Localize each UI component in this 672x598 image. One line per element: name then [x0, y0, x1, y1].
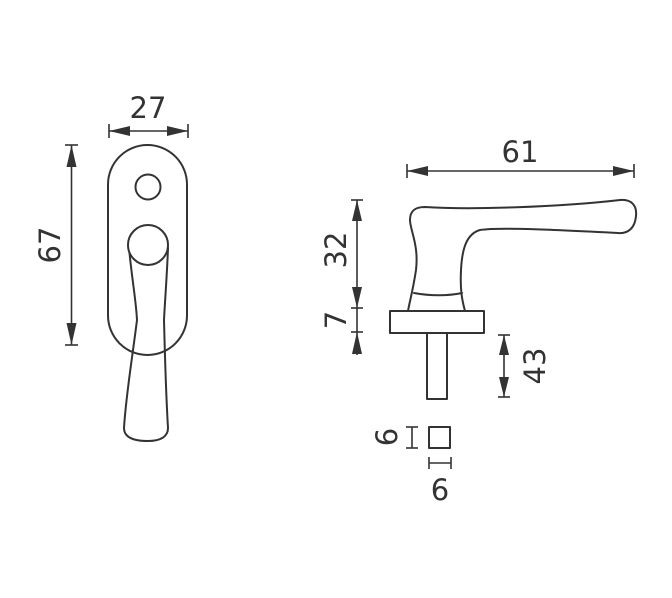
section-height-label: 6 [370, 428, 404, 446]
dimension-length: 61 [406, 135, 635, 178]
height-label: 67 [33, 227, 67, 264]
lever-front [123, 247, 169, 442]
spindle-section: 6 6 [370, 426, 452, 507]
rose-base [389, 310, 485, 334]
width-label: 27 [130, 91, 167, 125]
spindle-square [428, 426, 451, 449]
side-view: 61 32 7 43 [319, 135, 638, 400]
front-view: 27 67 [33, 91, 189, 442]
screw-hole [134, 173, 162, 201]
rose-thickness-label: 7 [319, 311, 353, 329]
dimension-height: 67 [33, 144, 78, 346]
spindle [426, 332, 448, 400]
section-width-label: 6 [431, 473, 449, 507]
dimension-width: 27 [108, 91, 189, 138]
handle-height-label: 32 [319, 232, 353, 269]
lever-side [407, 198, 638, 312]
dimension-spindle-length: 43 [498, 334, 552, 398]
length-label: 61 [502, 135, 539, 169]
escutcheon-plate [107, 144, 188, 356]
neck-band [413, 292, 463, 297]
spindle-length-label: 43 [518, 348, 552, 385]
dimension-handle-height: 32 7 [319, 199, 363, 355]
lever-boss [127, 224, 169, 266]
